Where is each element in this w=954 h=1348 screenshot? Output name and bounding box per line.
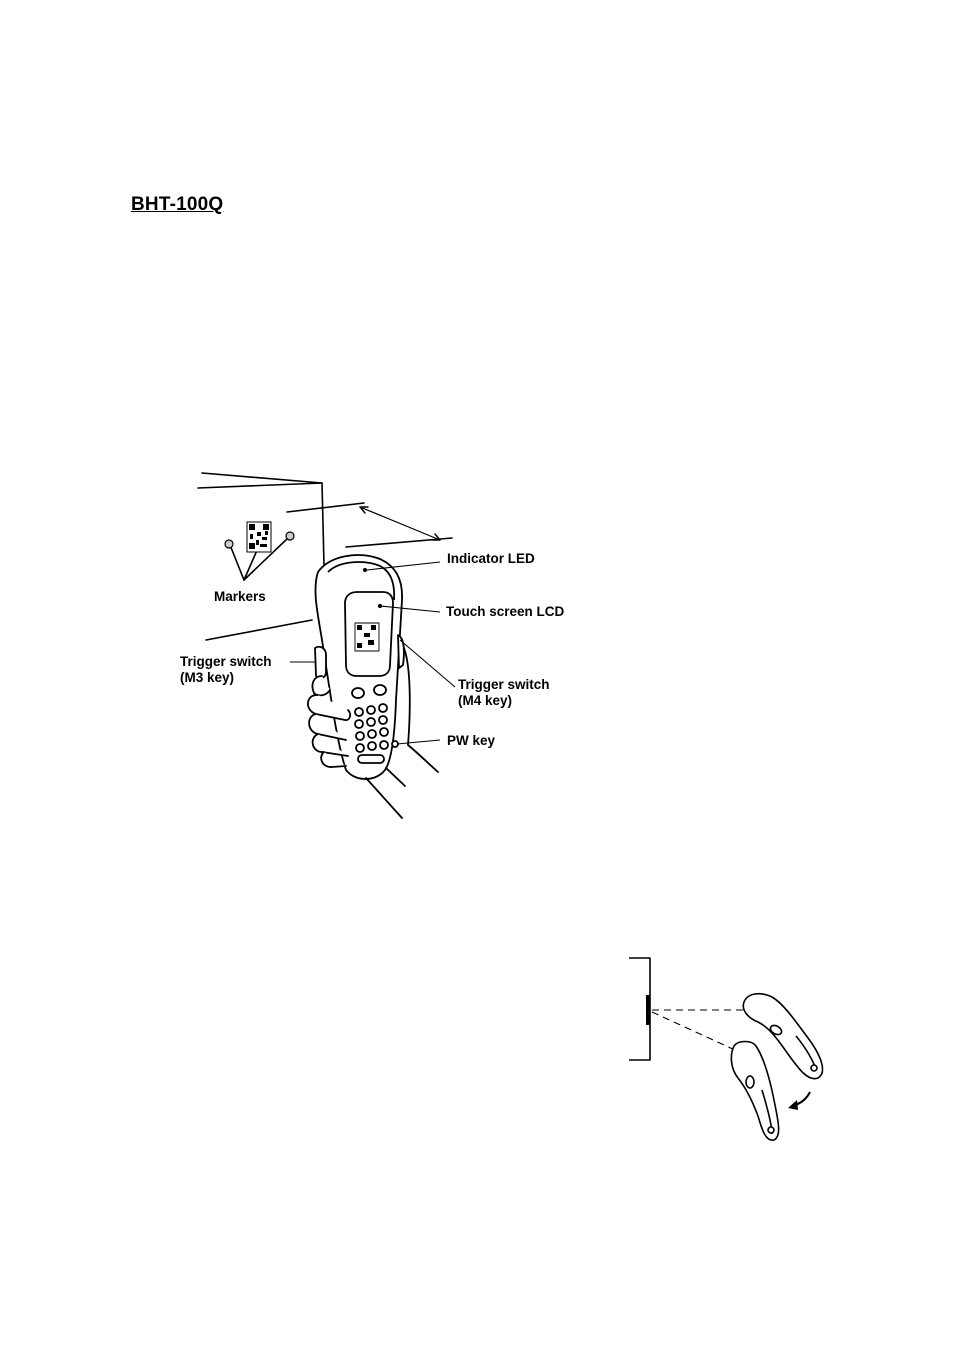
callout-line [379, 605, 441, 613]
trigger-switch-m4-line1: Trigger switch [458, 677, 550, 692]
pw-key-label: PW key [447, 733, 496, 748]
tilt-diagram [629, 957, 824, 1141]
marker-dot [285, 531, 295, 541]
markers-label: Markers [214, 589, 266, 604]
handheld-scanner-icon [730, 1040, 780, 1141]
reading-surface-edge [197, 482, 323, 489]
marker-line [243, 537, 289, 581]
marker-line [243, 547, 259, 581]
scan-line [651, 1011, 736, 1051]
code-label [646, 995, 650, 1025]
indicator-led-label: Indicator LED [447, 551, 535, 566]
trigger-switch-m4-line2: (M4 key) [458, 693, 513, 708]
qr-code-icon [246, 521, 272, 553]
section-title: BHT-100Q [131, 194, 224, 215]
trigger-switch-m4-label: Trigger switch (M4 key) [458, 677, 550, 709]
callout-line [396, 739, 441, 745]
callout-line [399, 639, 456, 688]
trigger-switch-m3-label: Trigger switch (M3 key) [180, 654, 272, 686]
dimension-arrow [359, 506, 441, 541]
dimension-line [286, 502, 365, 513]
handheld-scanner-icon [314, 554, 405, 780]
touch-screen-lcd-label: Touch screen LCD [446, 604, 565, 619]
marker-dot [224, 539, 234, 549]
trigger-switch-m3-line2: (M3 key) [180, 670, 235, 685]
handheld-scanner-icon [742, 992, 824, 1080]
hand-illustration [307, 647, 439, 819]
trigger-switch-m3-line1: Trigger switch [180, 654, 272, 669]
reading-surface-edge [205, 619, 313, 641]
marker-line [229, 544, 245, 581]
callout-line [366, 561, 441, 571]
